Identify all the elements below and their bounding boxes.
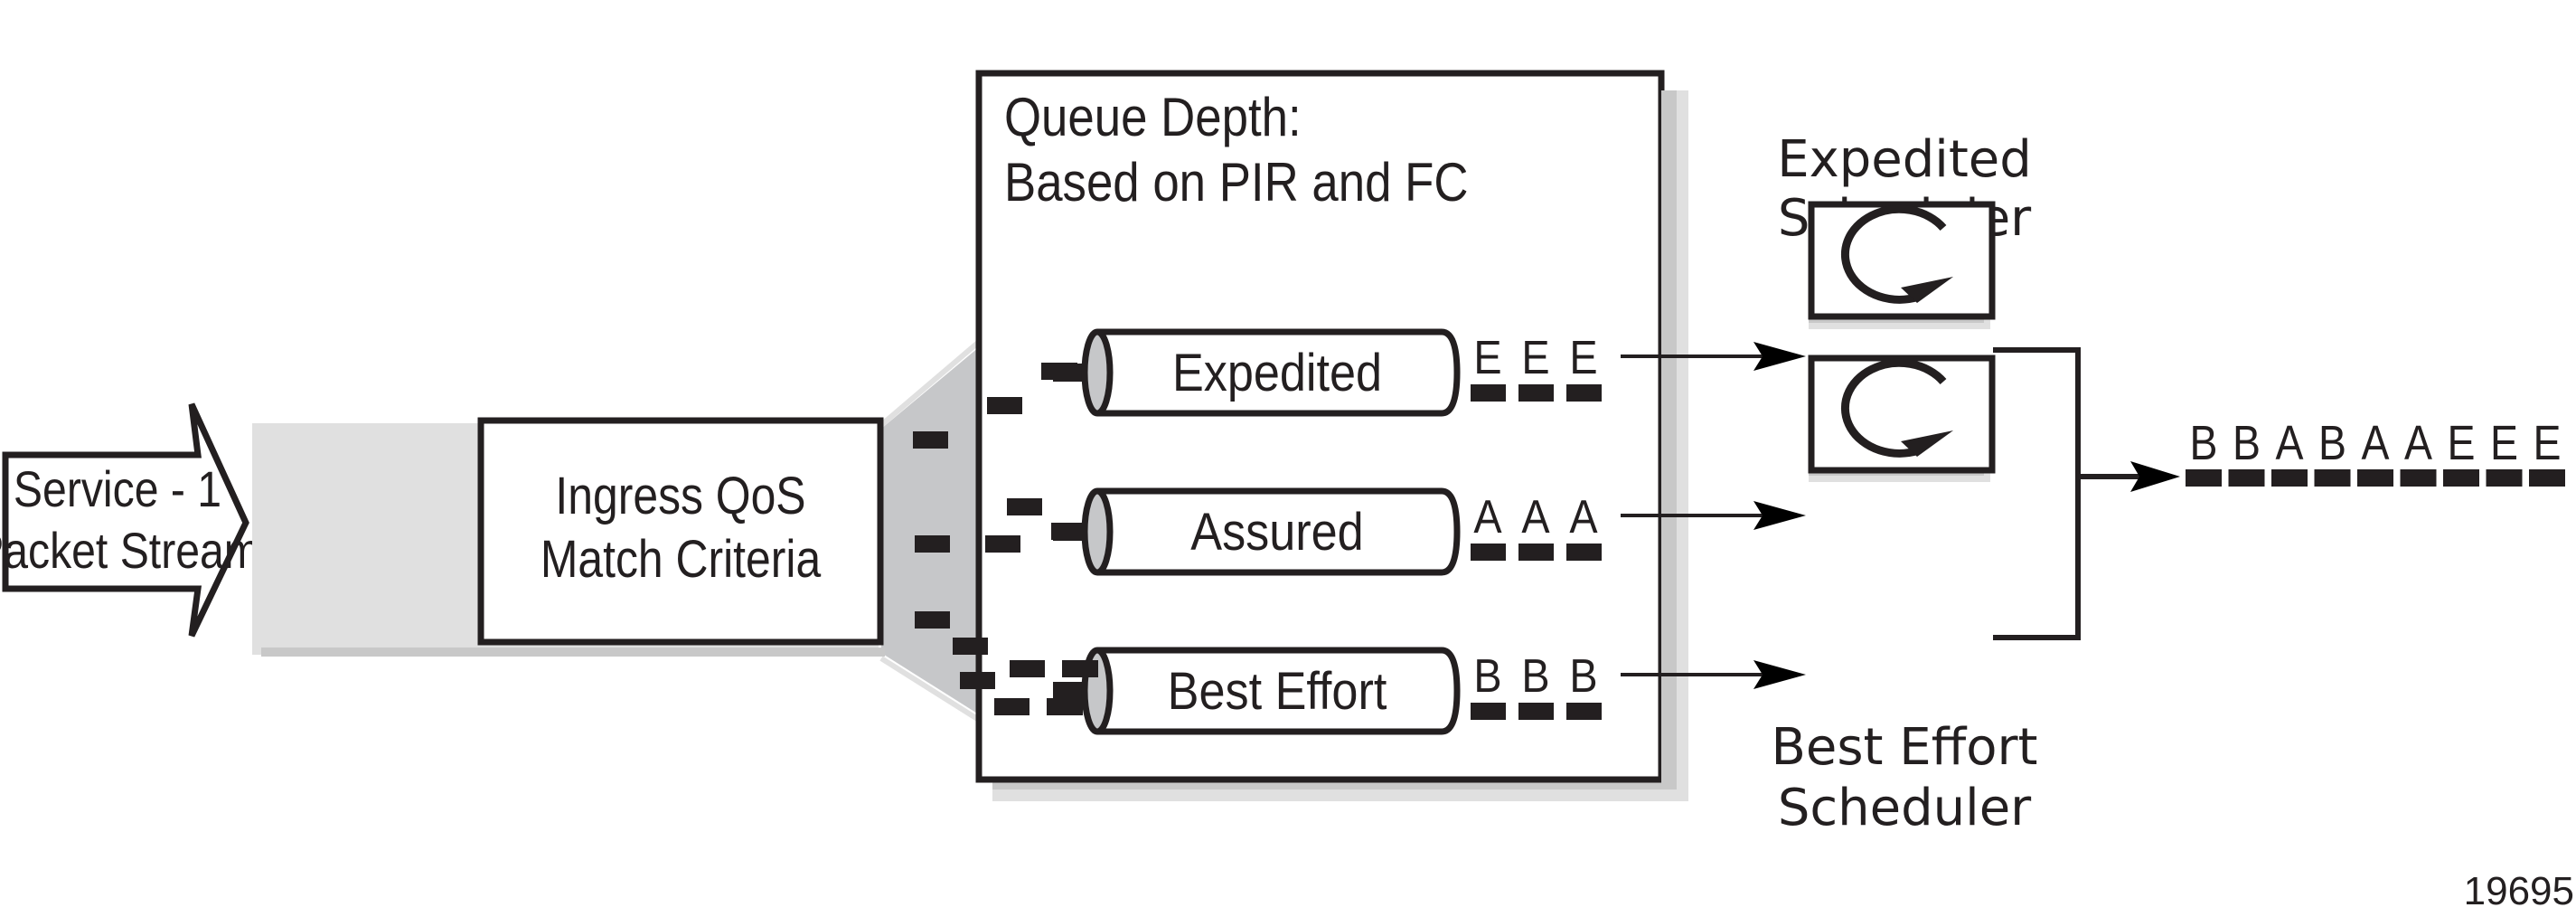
queue-cylinder: [1097, 647, 1461, 735]
output-packet-letter: E: [2490, 415, 2518, 470]
queued-packet-letter: B: [1521, 650, 1549, 703]
rotate-clockwise-icon: [1840, 358, 1953, 458]
packet-square: [1041, 363, 1077, 380]
expedited-scheduler: Expedited Scheduler: [1777, 130, 2032, 329]
output-packet-square: [2529, 469, 2565, 487]
packet-square: [1007, 498, 1042, 515]
packet-square: [1051, 523, 1087, 540]
queue-output-arrowhead: [1753, 501, 1806, 530]
fanout-shading-wedge: [881, 347, 979, 714]
classifier-box: [477, 417, 884, 646]
input-stream-label-line2: Packet Stream: [0, 524, 260, 580]
output-packet-square: [2357, 469, 2393, 487]
output-packet-letter: A: [2276, 415, 2304, 470]
merge-line: [1993, 347, 2081, 640]
queue-label: Expedited: [1172, 343, 1382, 402]
output-packet-square: [2400, 469, 2437, 487]
queued-packet-letter: E: [1569, 332, 1597, 384]
queued-packet-letter: A: [1569, 491, 1597, 544]
queued-packet-square: [1566, 703, 1602, 720]
scheduler-merge-connector: [1993, 347, 2180, 640]
packet-square: [987, 397, 1022, 414]
best-effort-scheduler-label-line2: Scheduler: [1778, 779, 2032, 837]
packet-square: [960, 672, 995, 689]
output-packet-square: [2314, 469, 2351, 487]
packet-square: [985, 535, 1020, 553]
best-effort-scheduler-label-line1: Best Effort: [1771, 718, 2037, 777]
queued-packet-square: [1566, 544, 1602, 561]
queued-packet-square: [1471, 544, 1506, 561]
queue-group-title-line1: Queue Depth:: [1004, 87, 1302, 147]
rotate-clockwise-icon: [1840, 204, 1953, 304]
fanout-shading-edge: [879, 339, 981, 428]
ingress-classifier: Ingress QoS Match Criteria: [252, 417, 885, 657]
best-effort-scheduler: Best Effort Scheduler: [1771, 355, 2038, 837]
merge-arrowhead: [2130, 461, 2180, 492]
queued-packet-square: [1566, 384, 1602, 402]
fanout-shading-edge: [879, 656, 981, 723]
output-packet-square: [2271, 469, 2308, 487]
output-packet-letter: B: [2233, 415, 2261, 470]
packet-square: [1047, 698, 1083, 715]
output-packet-square: [2228, 469, 2265, 487]
queue-cylinder: [1097, 487, 1461, 576]
output-packet-letter: E: [2448, 415, 2476, 470]
queued-packet-letter: E: [1473, 332, 1501, 384]
incoming-packets: [913, 363, 1098, 715]
queue-cylinder-cap: [1081, 328, 1114, 417]
output-packet-letter: A: [2362, 415, 2390, 470]
queued-packet-square: [1471, 384, 1506, 402]
output-packet-square: [2443, 469, 2479, 487]
queue-cylinder: [1097, 328, 1461, 417]
figure-id: 19695: [2464, 869, 2574, 913]
input-stream-label-line1: Service - 1: [14, 462, 221, 518]
packet-square: [994, 698, 1029, 715]
packet-square: [953, 638, 988, 655]
output-packet-square: [2186, 469, 2222, 487]
queue-label: Assured: [1190, 502, 1363, 561]
packet-square: [1062, 660, 1098, 677]
queued-packet-square: [1518, 703, 1554, 720]
queued-packet-letter: B: [1569, 650, 1597, 703]
output-packet-square: [2486, 469, 2523, 487]
classifier-label-line1: Ingress QoS: [555, 468, 805, 525]
queue-output-arrowhead: [1753, 342, 1806, 371]
queue-cylinder-cap: [1081, 487, 1114, 576]
classifier-shadow-inner: [261, 648, 885, 657]
packet-square: [1010, 660, 1045, 677]
queued-packet-letter: B: [1473, 650, 1501, 703]
queued-packet-letter: A: [1521, 491, 1549, 544]
queued-packet-square: [1518, 384, 1554, 402]
input-stream-arrow: Service - 1 Packet Stream: [0, 402, 260, 638]
queued-packet-letter: E: [1521, 332, 1549, 384]
output-packet-letter: B: [2190, 415, 2218, 470]
output-packet-letter: A: [2404, 415, 2432, 470]
queue-output-arrowhead: [1753, 660, 1806, 689]
classifier-label-line2: Match Criteria: [541, 531, 822, 589]
packet-square: [915, 611, 950, 629]
queue-inlet: [1053, 682, 1091, 700]
input-arrow-shape: [2, 402, 249, 638]
queued-packet-square: [1471, 703, 1506, 720]
output-packet-letter: E: [2534, 415, 2562, 470]
packet-square: [913, 431, 948, 449]
queued-packet-square: [1518, 544, 1554, 561]
queue-to-scheduler-arrows: [1621, 90, 1806, 789]
queue-group-title-line2: Based on PIR and FC: [1004, 152, 1468, 213]
queued-packet-letter: A: [1473, 491, 1501, 544]
queue-group-shadow-edge: [1661, 90, 1677, 789]
expedited-scheduler-label-line1: Expedited: [1777, 130, 2032, 189]
queue-label: Best Effort: [1168, 661, 1387, 720]
output-packet-letter: B: [2318, 415, 2346, 470]
packet-square: [915, 535, 950, 553]
queue-group: Queue Depth: Based on PIR and FC Expedit…: [975, 70, 1688, 801]
